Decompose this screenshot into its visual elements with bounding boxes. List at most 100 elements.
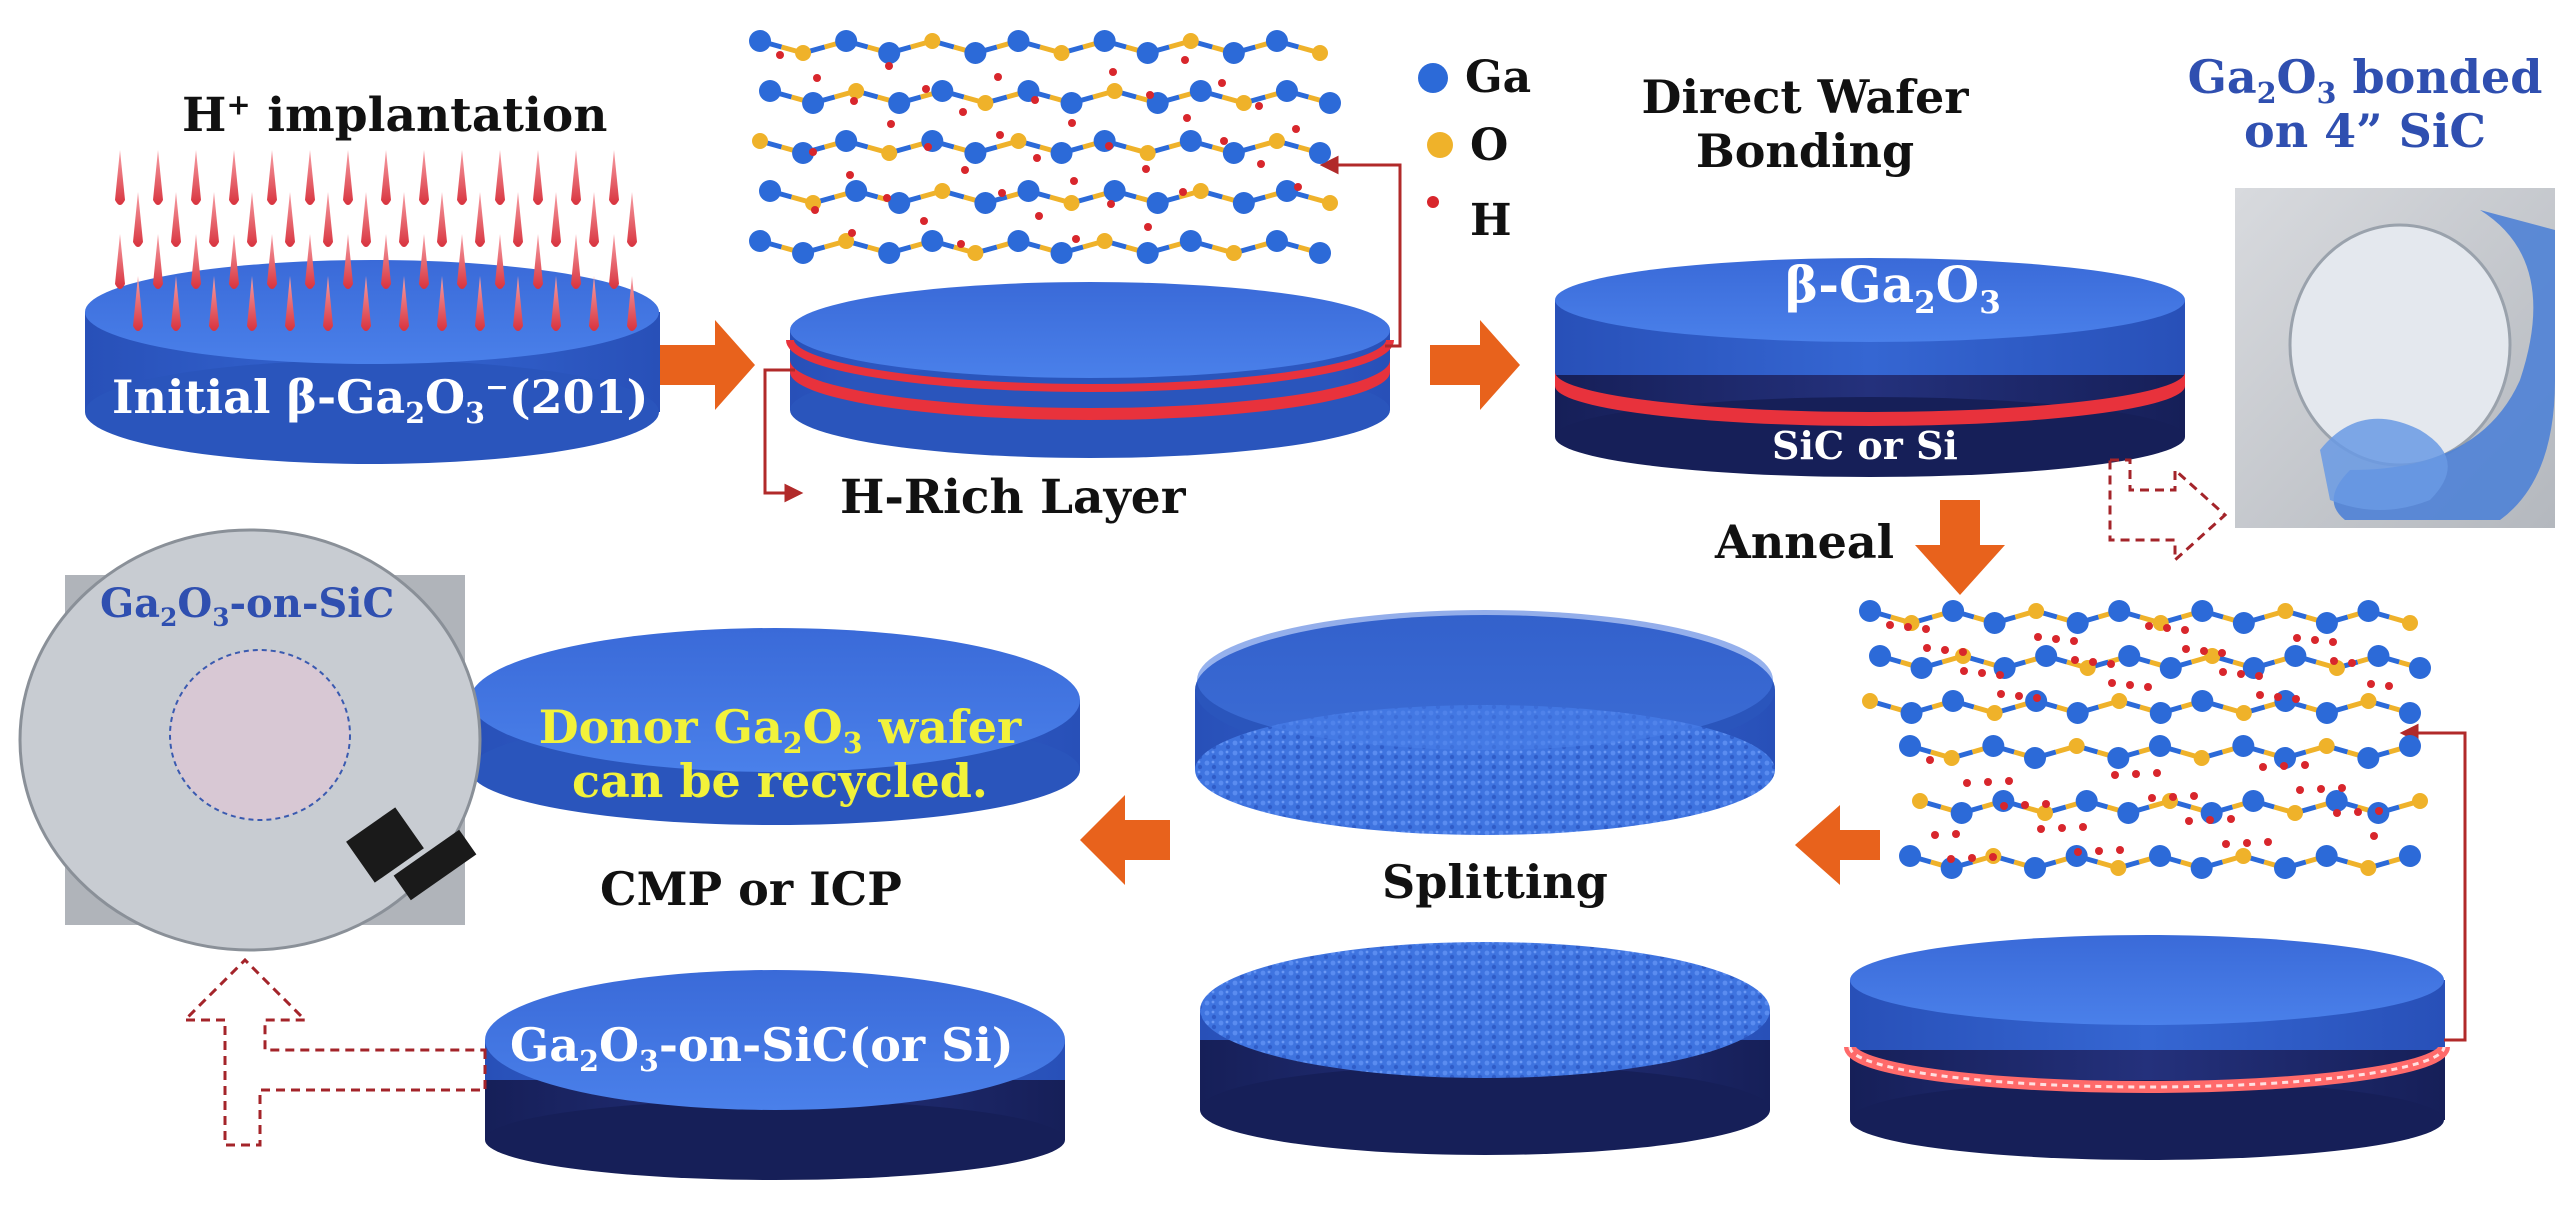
h-atom: [2015, 692, 2023, 700]
hydrogen-ion: [153, 234, 163, 289]
h-atom: [1984, 778, 1992, 786]
ga-atom: [2399, 735, 2421, 757]
ga-atom: [2024, 747, 2046, 769]
o-atom: [1053, 45, 1070, 61]
ga-atom: [2232, 612, 2255, 634]
ga-atom: [2315, 845, 2338, 867]
h-atom: [2126, 681, 2134, 689]
hydrogen-ion: [589, 276, 599, 331]
ga-atom: [759, 80, 781, 102]
hydrogen-ion: [399, 276, 409, 331]
ga-atom: [2191, 600, 2214, 622]
ga-atom: [1136, 42, 1159, 64]
o-atom: [1268, 133, 1285, 149]
h-atom: [2301, 761, 2309, 769]
hydrogen-ion: [533, 150, 543, 205]
h-atom: [1146, 91, 1154, 99]
ga-atom: [1910, 657, 1933, 679]
hydrogen-ion: [305, 150, 315, 205]
ga-atom: [2066, 612, 2089, 634]
h-atom: [961, 166, 969, 174]
h-atom: [2052, 635, 2060, 643]
legend-ga: Ga: [1465, 52, 1532, 103]
o-atom: [848, 83, 865, 99]
hydrogen-ion: [627, 276, 637, 331]
h-atom: [1257, 160, 1265, 168]
h-atom: [850, 97, 858, 105]
hydrogen-ion: [381, 150, 391, 205]
ga-atom: [1232, 192, 1255, 214]
h-atom: [2222, 840, 2230, 848]
ga-atom: [802, 92, 825, 114]
h-atom: [2107, 660, 2115, 668]
ga-atom: [2149, 845, 2171, 867]
o-atom: [2028, 603, 2045, 619]
h-atom: [1904, 623, 1912, 631]
h-atom: [2280, 762, 2288, 770]
h-atom: [2144, 683, 2152, 691]
h-atom: [2116, 846, 2124, 854]
h-atom: [1926, 756, 1934, 764]
hydrogen-ion: [589, 192, 599, 247]
splitting-label: Splitting: [1382, 855, 1608, 909]
hydrogen-ion: [513, 192, 523, 247]
h-atom: [2070, 637, 2078, 645]
h-atom: [1181, 56, 1189, 64]
ga-atom: [2117, 802, 2140, 824]
hydrogen-ion: [247, 276, 257, 331]
lattice-top: [749, 30, 1341, 264]
h-atom: [1144, 223, 1152, 231]
h-atom: [2311, 636, 2319, 644]
hydrogen-ion: [361, 276, 371, 331]
hydrogen-ion: [209, 276, 219, 331]
h-atom: [2000, 802, 2008, 810]
donor-recycled-label: Donor Ga2O3 wafer can be recycled.: [538, 700, 1022, 808]
o-atom: [1322, 195, 1338, 211]
h-atom: [2274, 693, 2282, 701]
hydrogen-ion: [495, 234, 505, 289]
h-atom: [1179, 188, 1187, 196]
ga-atom: [2274, 857, 2296, 879]
bonded-wafer: [1555, 258, 2185, 477]
o-atom: [2204, 648, 2221, 664]
hydrogen-ion: [513, 276, 523, 331]
ga-atom: [1222, 42, 1245, 64]
hydrogen-ion: [419, 150, 429, 205]
h-atom: [1922, 625, 1930, 633]
ga-atom: [888, 92, 911, 114]
h-atom: [2163, 624, 2171, 632]
ga-atom: [1275, 80, 1298, 102]
hydrogen-ion: [399, 192, 409, 247]
ga-atom: [2024, 857, 2046, 879]
h-rich-wafer: [786, 282, 1394, 458]
ga-atom: [2190, 857, 2213, 879]
ga-atom: [2274, 747, 2296, 769]
o-atom: [1192, 183, 1209, 199]
ga-atom: [1265, 30, 1288, 52]
ga-atom: [1093, 30, 1116, 52]
h-atom: [1996, 671, 2004, 679]
o-atom: [2360, 860, 2377, 876]
h-atom: [2329, 638, 2337, 646]
h-atom: [2375, 807, 2383, 815]
h-implantation-label: H+ implantation: [182, 87, 608, 143]
h-atom: [1142, 165, 1150, 173]
hydrogen-ion: [475, 192, 485, 247]
h-atom: [1072, 235, 1080, 243]
h-atom: [2111, 771, 2119, 779]
ga-atom: [964, 142, 987, 164]
bonded-photo-caption: Ga2O3 bonded on 4” SiC: [2187, 50, 2543, 158]
hydrogen-ion: [229, 150, 239, 205]
h-atom: [1068, 119, 1076, 127]
h-atom: [2293, 634, 2301, 642]
ga-atom: [2232, 735, 2255, 757]
h-atom: [2264, 838, 2272, 846]
h-atom: [2354, 808, 2362, 816]
h-atom: [1070, 177, 1078, 185]
hydrogen-ion: [437, 276, 447, 331]
h-atom: [1968, 854, 1976, 862]
h-atom: [2034, 633, 2042, 641]
h-atom: [1035, 212, 1043, 220]
ga-atom: [1050, 142, 1073, 164]
h-atom: [2317, 785, 2325, 793]
